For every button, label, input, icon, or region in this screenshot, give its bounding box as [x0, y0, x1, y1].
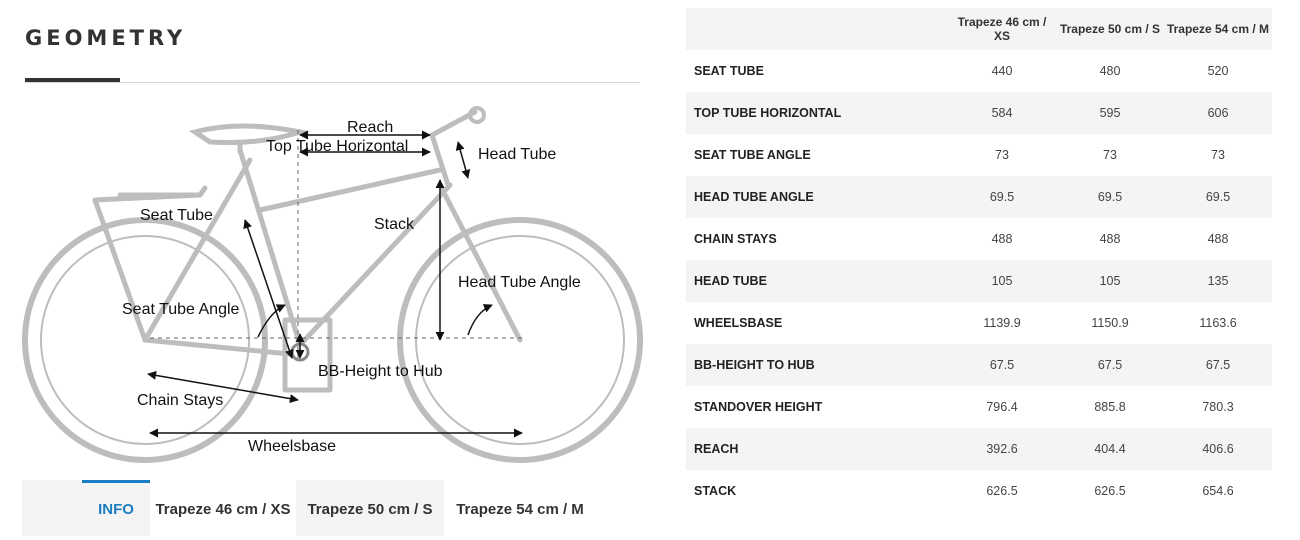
- geometry-table-panel: Trapeze 46 cm / XS Trapeze 50 cm / S Tra…: [686, 8, 1272, 512]
- geometry-table: Trapeze 46 cm / XS Trapeze 50 cm / S Tra…: [686, 8, 1272, 512]
- row-value: 105: [991, 274, 1013, 288]
- bike-geometry-diagram: Reach Top Tube Horizontal Head Tube Seat…: [22, 106, 643, 463]
- row-value: 1163.6: [1199, 316, 1237, 330]
- label-seat-tube: Seat Tube: [140, 207, 213, 224]
- bike-frame: [92, 109, 523, 393]
- header-size-m: Trapeze 54 cm / M: [1166, 22, 1270, 36]
- table-row: SEAT TUBE 440 480 520: [686, 50, 1272, 92]
- table-row: TOP TUBE HORIZONTAL 584 595 606: [686, 92, 1272, 134]
- title-accent-bar: [25, 78, 120, 82]
- row-value: 67.5: [1205, 358, 1231, 372]
- row-value: 480: [1099, 64, 1121, 78]
- row-value: 520: [1207, 64, 1229, 78]
- row-label: STANDOVER HEIGHT: [694, 400, 823, 414]
- row-value: 626.5: [986, 484, 1018, 498]
- page-title: GEOMETRY: [25, 26, 187, 50]
- label-top-tube: Top Tube Horizontal: [266, 138, 408, 155]
- label-reach: Reach: [347, 119, 393, 136]
- row-value: 135: [1207, 274, 1229, 288]
- table-row: SEAT TUBE ANGLE 73 73 73: [686, 134, 1272, 176]
- tab-trapeze-46-xs[interactable]: Trapeze 46 cm / XS: [155, 501, 291, 518]
- tab-trapeze-50-s[interactable]: Trapeze 50 cm / S: [296, 480, 444, 536]
- row-value: 488: [991, 232, 1013, 246]
- row-label: SEAT TUBE ANGLE: [694, 148, 811, 162]
- row-value: 654.6: [1202, 484, 1234, 498]
- row-value: 392.6: [986, 442, 1018, 456]
- geometry-panel: GEOMETRY: [22, 26, 643, 536]
- row-value: 488: [1099, 232, 1121, 246]
- label-wheelsbase: Wheelsbase: [248, 438, 336, 455]
- row-value: 73: [1211, 148, 1225, 162]
- row-value: 67.5: [989, 358, 1015, 372]
- row-value: 440: [991, 64, 1013, 78]
- label-bb-height: BB-Height to Hub: [318, 363, 443, 380]
- row-label: HEAD TUBE ANGLE: [694, 190, 814, 204]
- row-value: 69.5: [1097, 190, 1123, 204]
- row-label: SEAT TUBE: [694, 64, 764, 78]
- row-value: 780.3: [1202, 400, 1234, 414]
- row-value: 69.5: [1205, 190, 1231, 204]
- row-value: 595: [1099, 106, 1121, 120]
- header-size-s: Trapeze 50 cm / S: [1059, 22, 1161, 36]
- front-wheel: [397, 217, 643, 463]
- reference-lines: [150, 130, 525, 360]
- row-value: 73: [1103, 148, 1117, 162]
- measurement-arrows: [147, 130, 523, 438]
- table-row: WHEELSBASE 1139.9 1150.9 1163.6: [686, 302, 1272, 344]
- tab-trapeze-54-m[interactable]: Trapeze 54 cm / M: [456, 501, 584, 518]
- table-row: HEAD TUBE 105 105 135: [686, 260, 1272, 302]
- row-label: STACK: [694, 484, 737, 498]
- row-value: 105: [1099, 274, 1121, 288]
- row-label: WHEELSBASE: [694, 316, 783, 330]
- row-label: REACH: [694, 442, 739, 456]
- table-row: HEAD TUBE ANGLE 69.5 69.5 69.5: [686, 176, 1272, 218]
- title-divider: [25, 82, 640, 83]
- row-value: 69.5: [989, 190, 1015, 204]
- row-value: 1139.9: [983, 316, 1021, 330]
- table-row: STANDOVER HEIGHT 796.4 885.8 780.3: [686, 386, 1272, 428]
- row-value: 584: [991, 106, 1013, 120]
- table-row: CHAIN STAYS 488 488 488: [686, 218, 1272, 260]
- row-value: 1150.9: [1091, 316, 1129, 330]
- label-chain-stays: Chain Stays: [137, 392, 223, 409]
- row-value: 67.5: [1097, 358, 1123, 372]
- table-row: STACK 626.5 626.5 654.6: [686, 470, 1272, 512]
- row-label: TOP TUBE HORIZONTAL: [694, 106, 842, 120]
- row-value: 73: [995, 148, 1009, 162]
- row-label: CHAIN STAYS: [694, 232, 777, 246]
- tab-spacer: [22, 480, 82, 536]
- row-value: 885.8: [1094, 400, 1126, 414]
- table-row: BB-HEIGHT TO HUB 67.5 67.5 67.5: [686, 344, 1272, 386]
- tab-info[interactable]: INFO: [82, 480, 150, 536]
- row-value: 606: [1207, 106, 1229, 120]
- row-value: 406.6: [1202, 442, 1234, 456]
- row-label: BB-HEIGHT TO HUB: [694, 358, 815, 372]
- label-head-tube: Head Tube: [478, 146, 556, 163]
- label-stack: Stack: [374, 216, 415, 233]
- size-tabs: INFO Trapeze 46 cm / XS Trapeze 50 cm / …: [22, 480, 642, 536]
- row-value: 796.4: [986, 400, 1018, 414]
- row-value: 404.4: [1094, 442, 1126, 456]
- label-head-tube-angle: Head Tube Angle: [458, 274, 581, 291]
- header-size-xs: Trapeze 46 cm / XS: [957, 15, 1047, 43]
- row-value: 626.5: [1094, 484, 1126, 498]
- label-seat-tube-angle: Seat Tube Angle: [122, 301, 240, 318]
- row-label: HEAD TUBE: [694, 274, 767, 288]
- handlebar-grip: [468, 106, 486, 124]
- header-blank: [686, 8, 948, 50]
- table-header-row: Trapeze 46 cm / XS Trapeze 50 cm / S Tra…: [686, 8, 1272, 50]
- row-value: 488: [1207, 232, 1229, 246]
- table-row: REACH 392.6 404.4 406.6: [686, 428, 1272, 470]
